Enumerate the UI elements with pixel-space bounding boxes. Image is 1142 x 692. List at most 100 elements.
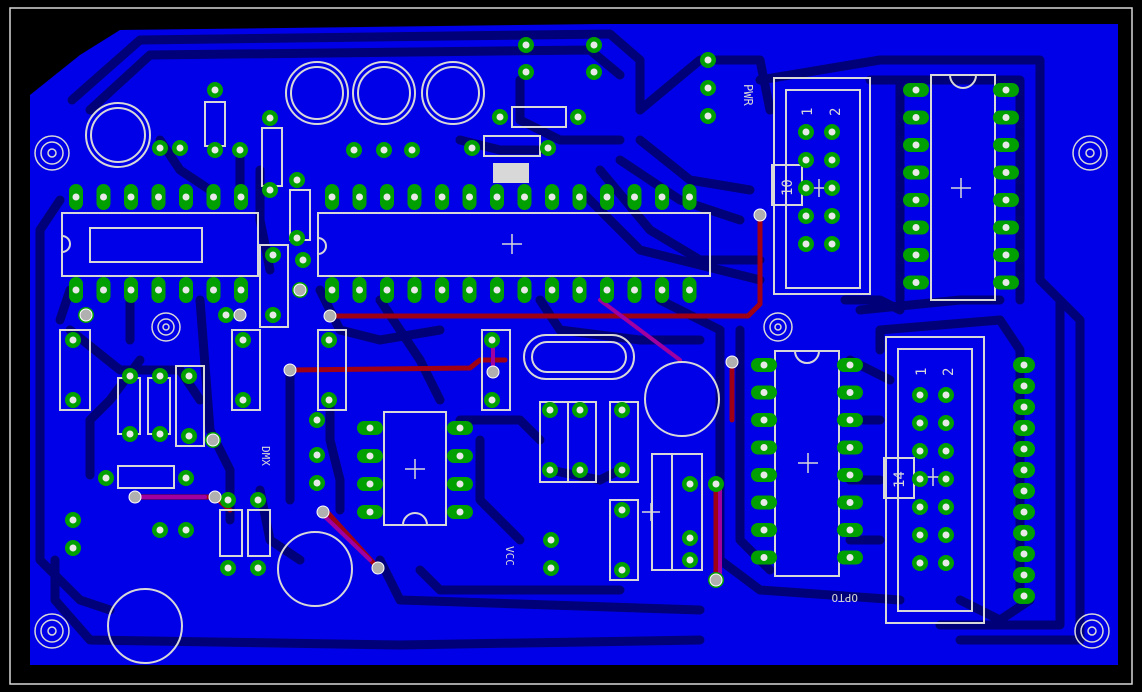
mounting-holes — [34, 135, 1110, 649]
pad-drill — [366, 452, 374, 460]
pad-drill — [182, 193, 190, 201]
pad-drill — [1020, 424, 1028, 432]
pad-drill — [846, 526, 854, 534]
pad-drill — [658, 286, 666, 294]
pad-drill — [313, 479, 321, 487]
pad-drill — [72, 193, 80, 201]
pad-drill — [328, 286, 336, 294]
pad-drill — [224, 564, 232, 572]
pad-drill — [239, 396, 247, 404]
pad-drill — [325, 396, 333, 404]
pad-drill — [102, 474, 110, 482]
pad-drill — [942, 559, 950, 567]
pad-drill — [912, 141, 920, 149]
pad-drill — [126, 430, 134, 438]
pad-drill — [704, 84, 712, 92]
pad-drill — [618, 566, 626, 574]
mounting-hole-mid-left — [151, 312, 181, 342]
ic-right-mid-outline — [774, 350, 840, 577]
label-mirrored-opto: OPTO — [832, 591, 859, 604]
pad-drill — [299, 256, 307, 264]
pad-drill — [1020, 592, 1028, 600]
pad-drill — [760, 526, 768, 534]
via — [233, 308, 247, 322]
pad-drill — [383, 286, 391, 294]
pad-drill — [100, 286, 107, 294]
pad-drill — [69, 516, 77, 524]
pad-drill — [846, 499, 854, 506]
pad-drill — [916, 391, 924, 399]
pad-drill — [69, 544, 77, 552]
pad-drill — [438, 286, 446, 294]
mounting-hole-top-left — [34, 135, 70, 171]
pad-drill — [1020, 487, 1028, 495]
pad-drill — [313, 416, 321, 424]
pad-drill — [1020, 361, 1028, 369]
pad-drill — [100, 193, 107, 201]
pad-drill — [760, 389, 768, 396]
pad-drill — [356, 286, 363, 294]
pad-drill — [239, 336, 247, 344]
ic-left-outline — [61, 212, 259, 277]
pad-drill — [1020, 382, 1028, 390]
pad-drill — [456, 424, 464, 432]
label-conn-bottom-pin1: 1 — [914, 368, 930, 376]
pad-drill — [488, 336, 496, 344]
bottom-traces — [35, 29, 1085, 650]
cap-elec-4 — [85, 102, 151, 168]
via — [316, 505, 330, 519]
label-mirrored-dmx: DMX — [259, 446, 272, 466]
pad-drill — [456, 480, 464, 488]
pad-drill — [313, 451, 321, 459]
label-conn-top-pin1: 1 — [800, 108, 816, 116]
pad-drill — [631, 193, 638, 201]
mounting-hole-top-right — [1072, 135, 1108, 171]
pad-drill — [210, 286, 217, 294]
pad-drill — [686, 556, 694, 564]
pad-drill — [912, 114, 920, 121]
pad-drill — [1002, 169, 1010, 176]
pad-drill — [603, 286, 611, 294]
board-outline — [9, 7, 1133, 685]
pad-drill — [380, 146, 388, 154]
pad-drill — [155, 193, 162, 201]
pad-drill — [237, 286, 245, 294]
pad-drill — [546, 466, 554, 474]
pad-drill — [366, 508, 374, 516]
pad-drill — [210, 193, 217, 201]
pad-drill — [1002, 196, 1010, 204]
pad-drill — [1020, 571, 1028, 579]
pad-drill — [328, 193, 336, 201]
pad-drill — [704, 56, 712, 64]
via — [128, 490, 142, 504]
pad-drill — [912, 224, 920, 231]
pad-drill — [942, 531, 950, 539]
pad-drill — [456, 452, 464, 460]
pad-drill — [468, 144, 476, 152]
pad-drill — [802, 240, 810, 248]
pad-drill — [912, 86, 920, 94]
via — [753, 208, 767, 222]
pad-drill — [237, 193, 245, 201]
pad-drill — [1002, 86, 1010, 94]
pad-drill — [366, 480, 374, 488]
via — [293, 283, 307, 297]
pad-drill — [1002, 114, 1010, 121]
pad-drill — [631, 286, 638, 294]
pad-drill — [72, 286, 80, 294]
pad-drill — [1020, 445, 1028, 453]
pad-drill — [222, 311, 230, 319]
pad-drill — [155, 286, 162, 294]
pad-drill — [521, 193, 528, 201]
pad-drill — [548, 286, 556, 294]
ic-mcu-outline — [317, 212, 711, 277]
pad-drill — [912, 279, 920, 286]
pad-drill — [942, 419, 950, 427]
pad-drill — [802, 128, 810, 136]
pad-drill — [846, 554, 854, 561]
ic-dip8-outline — [383, 411, 447, 526]
silkscreen — [59, 61, 996, 664]
pad-drill — [618, 406, 626, 414]
mounting-hole-mid-right — [763, 312, 793, 342]
pad-drill — [686, 534, 694, 542]
